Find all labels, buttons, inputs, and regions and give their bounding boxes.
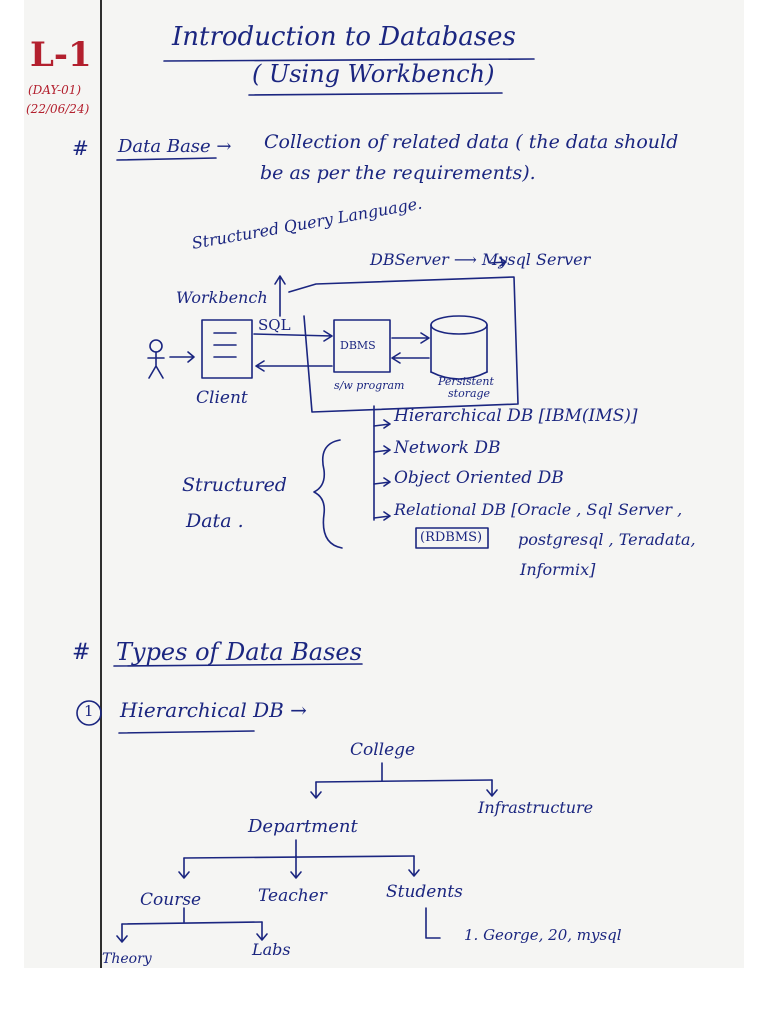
tree-node-college: College: [350, 740, 416, 760]
hierarchy-tree: [116, 762, 498, 943]
rdbms-label: (RDBMS): [420, 530, 483, 545]
structured-data-line1: Structured: [182, 474, 287, 496]
structured-data-line2: Data .: [186, 510, 244, 532]
tree-node-infrastructure: Infrastructure: [478, 798, 594, 817]
types-underline: [113, 663, 363, 667]
definition-text-line1: Collection of related data ( the data sh…: [264, 131, 679, 153]
db-kind-4: Relational DB [Oracle , Sql Server ,: [394, 500, 683, 519]
types-heading: Types of Data Bases: [116, 638, 362, 666]
number-circle: [76, 700, 102, 726]
dbserver-box: [288, 276, 519, 413]
tree-node-course: Course: [140, 890, 202, 910]
client-box: [201, 319, 253, 379]
relational-examples-line1: postgresql , Teradata,: [518, 530, 696, 549]
relational-examples-line2: Informix]: [520, 560, 596, 579]
page-title: Introduction to Databases: [172, 22, 516, 52]
tree-node-labs: Labs: [252, 940, 291, 959]
persistent-storage-line1: Persistent: [438, 375, 494, 388]
tree-node-department: Department: [248, 816, 358, 837]
types-bullet: #: [72, 640, 91, 665]
lecture-date: (22/06/24): [26, 102, 90, 116]
curly-brace: [313, 439, 343, 549]
notebook-page: L-1 (DAY-01) (22/06/24) Introduction to …: [24, 0, 744, 968]
definition-bullet: #: [72, 136, 89, 160]
client-label: Client: [196, 388, 248, 408]
subtitle-underline: [248, 92, 503, 96]
dbms-box: [333, 319, 391, 373]
db-kind-1: Hierarchical DB [IBM(IMS)]: [394, 406, 638, 426]
student-record: 1. George, 20, mysql: [464, 926, 622, 944]
db-kind-2: Network DB: [394, 438, 501, 458]
margin-line: [100, 0, 102, 968]
tree-node-theory: Theory: [102, 951, 152, 967]
sql-label: SQL: [258, 316, 291, 334]
title-underline: [163, 58, 535, 62]
hierarchical-db-label: Hierarchical DB →: [120, 698, 307, 722]
workbench-label: Workbench: [176, 288, 268, 307]
storage-cylinder: [430, 324, 488, 373]
term-underline: [116, 157, 217, 161]
dbserver-label: DBServer ⟶ Mysql Server: [370, 250, 591, 269]
user-figure-icon: [149, 339, 163, 353]
handwritten-sketch: [76, 58, 535, 943]
db-kind-3: Object Oriented DB: [394, 468, 564, 488]
persistent-storage-line2: storage: [448, 387, 491, 400]
definition-term: Data Base →: [118, 136, 232, 157]
sw-program-label: s/w program: [334, 379, 405, 392]
definition-text-line2: be as per the requirements).: [260, 162, 536, 184]
rdbms-box: [415, 527, 489, 549]
lecture-day: (DAY-01): [28, 83, 82, 97]
tree-node-teacher: Teacher: [258, 886, 327, 906]
types-number: 1: [84, 702, 94, 720]
dbms-label: DBMS: [340, 339, 376, 352]
lecture-number: L-1: [30, 35, 92, 75]
page-subtitle: ( Using Workbench): [252, 60, 495, 88]
tree-node-students: Students: [386, 882, 463, 902]
